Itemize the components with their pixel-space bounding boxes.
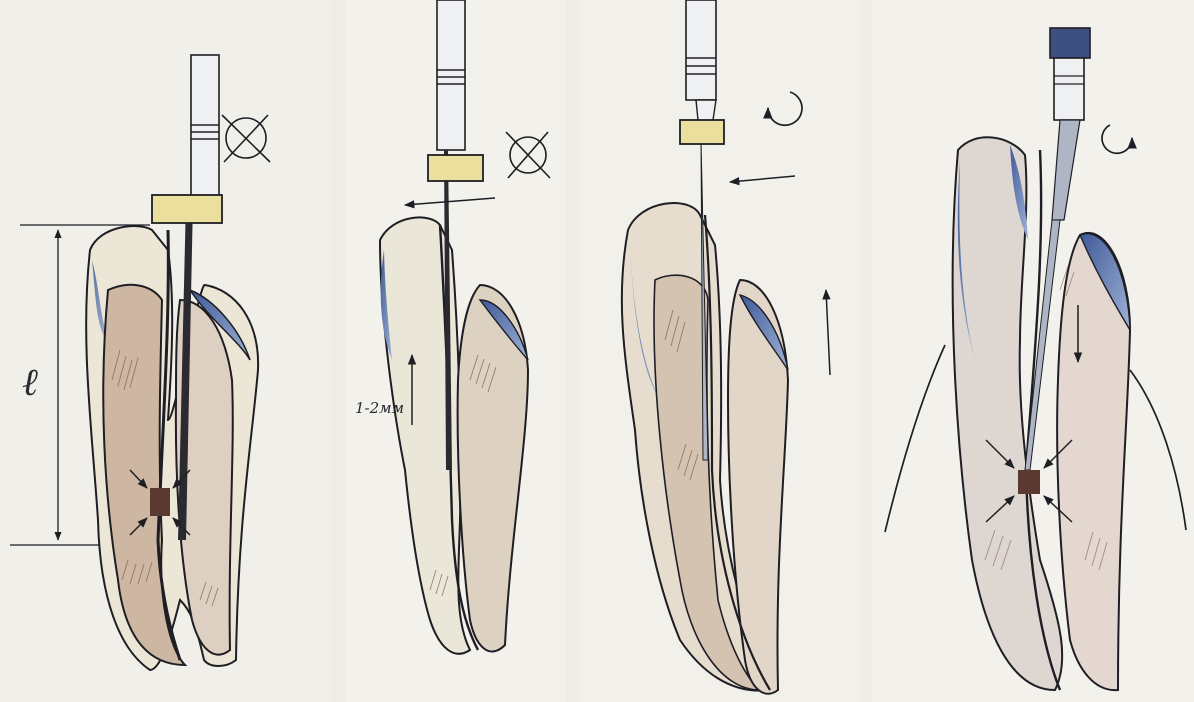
distance-label: 1-2мм xyxy=(355,399,404,417)
rubber-stopper-icon xyxy=(680,120,724,144)
rubber-stopper-icon xyxy=(428,155,483,181)
length-label: ℓ xyxy=(22,360,38,404)
rubber-stopper-icon xyxy=(152,195,222,223)
